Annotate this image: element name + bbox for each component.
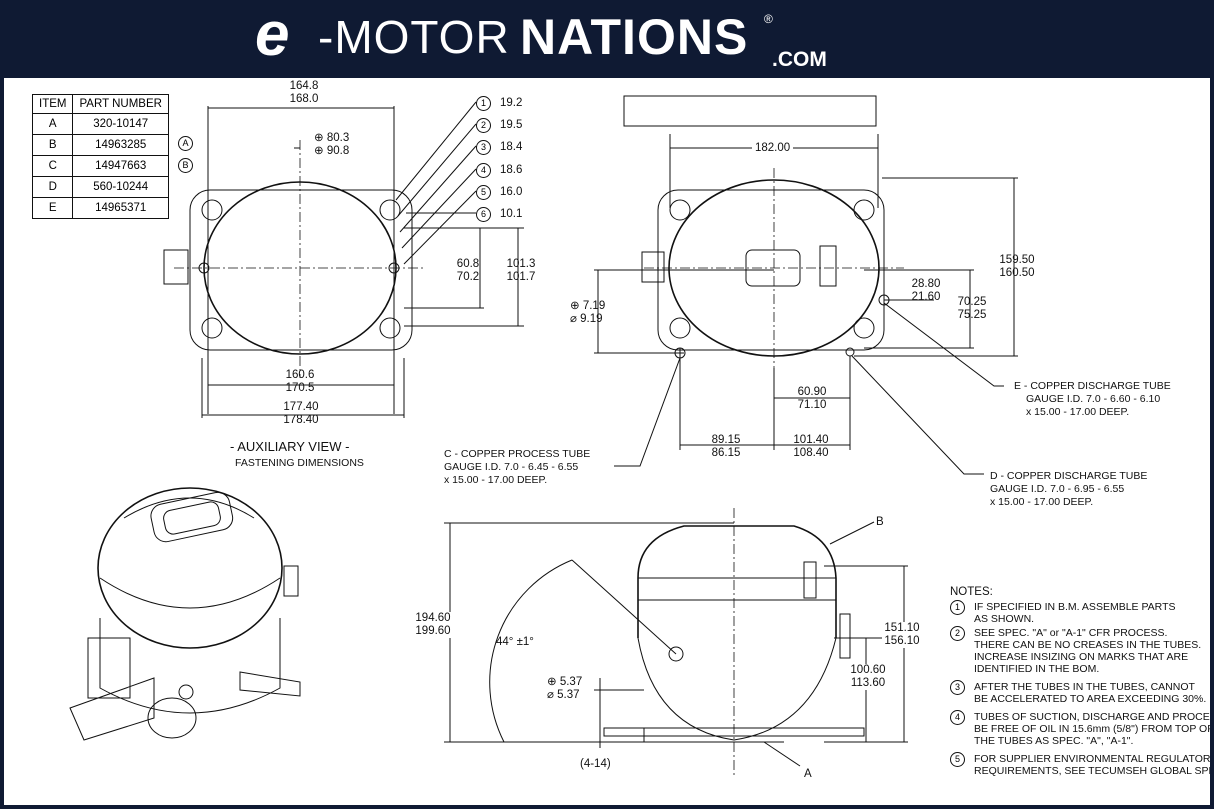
note-text: TUBES OF SUCTION, DISCHARGE AND PROCESS …: [974, 711, 1210, 747]
balloon-value: 18.6: [500, 164, 523, 176]
note-number: 2: [950, 626, 965, 641]
balloon-number: 1: [476, 96, 491, 111]
cell-item: E: [31, 197, 74, 219]
side-d7: ⊕ 5.37⌀ 5.37: [547, 676, 583, 701]
logo-motor: -MOTOR: [318, 11, 510, 63]
balloon-value: 19.5: [500, 119, 523, 131]
top-width: 182.00: [752, 142, 794, 155]
callout-b: B: [178, 158, 193, 173]
balloon-number: 4: [476, 163, 491, 178]
cell-item: C: [31, 155, 74, 177]
parts-header-item: ITEM: [31, 94, 74, 114]
cell-item: A: [31, 113, 74, 135]
balloon-number: 3: [476, 140, 491, 155]
aux-view-title: - AUXILIARY VIEW -: [230, 439, 350, 454]
logo-nations: NATIONS: [520, 9, 749, 65]
side-label-a: A: [804, 768, 812, 780]
balloon-value: 16.0: [500, 186, 523, 198]
aux-view-subtitle: FASTENING DIMENSIONS: [235, 457, 364, 469]
balloon-number: 5: [476, 185, 491, 200]
isometric-view: [69, 487, 301, 741]
cell-item: B: [31, 134, 74, 156]
site-header: e -MOTOR NATIONS ® .COM: [0, 0, 1214, 78]
notes-title: NOTES:: [950, 586, 993, 598]
note-number: 4: [950, 710, 965, 725]
balloon-value: 19.2: [500, 97, 523, 109]
balloon-value: 10.1: [500, 208, 523, 220]
note-number: 1: [950, 600, 965, 615]
cell-part: 560-10244: [72, 176, 169, 198]
logo-registered: ®: [764, 12, 773, 26]
callout-a: A: [178, 136, 193, 151]
balloon-number: 6: [476, 207, 491, 222]
logo-com: .COM: [772, 48, 827, 71]
parts-header-part: PART NUMBER: [72, 94, 169, 114]
note-text: SEE SPEC. "A" or "A-1" CFR PROCESS.THERE…: [974, 627, 1202, 675]
top-d3: ⊕ 7.19⌀ 9.19: [570, 300, 606, 325]
side-angle: 44° ±1°: [496, 636, 534, 648]
balloon-number: 2: [476, 118, 491, 133]
cell-part: 14963285: [72, 134, 169, 156]
cell-part: 14947663: [72, 155, 169, 177]
side-view-outline: [444, 508, 908, 778]
aux-view-outline: [163, 101, 524, 418]
side-foot: (4-14): [580, 758, 611, 770]
cell-part: 320-10147: [72, 113, 169, 135]
cell-item: D: [31, 176, 74, 198]
note-number: 3: [950, 680, 965, 695]
side-label-b: B: [876, 516, 884, 528]
balloon-value: 18.4: [500, 141, 523, 153]
logo-e: e: [255, 0, 290, 69]
top-view-outline: [594, 95, 1018, 475]
note-number: 5: [950, 752, 965, 767]
aux-offset: ⊕ 80.3⊕ 90.8: [314, 132, 350, 157]
cell-part: 14965371: [72, 197, 169, 219]
drawing-lines: [69, 95, 1018, 778]
